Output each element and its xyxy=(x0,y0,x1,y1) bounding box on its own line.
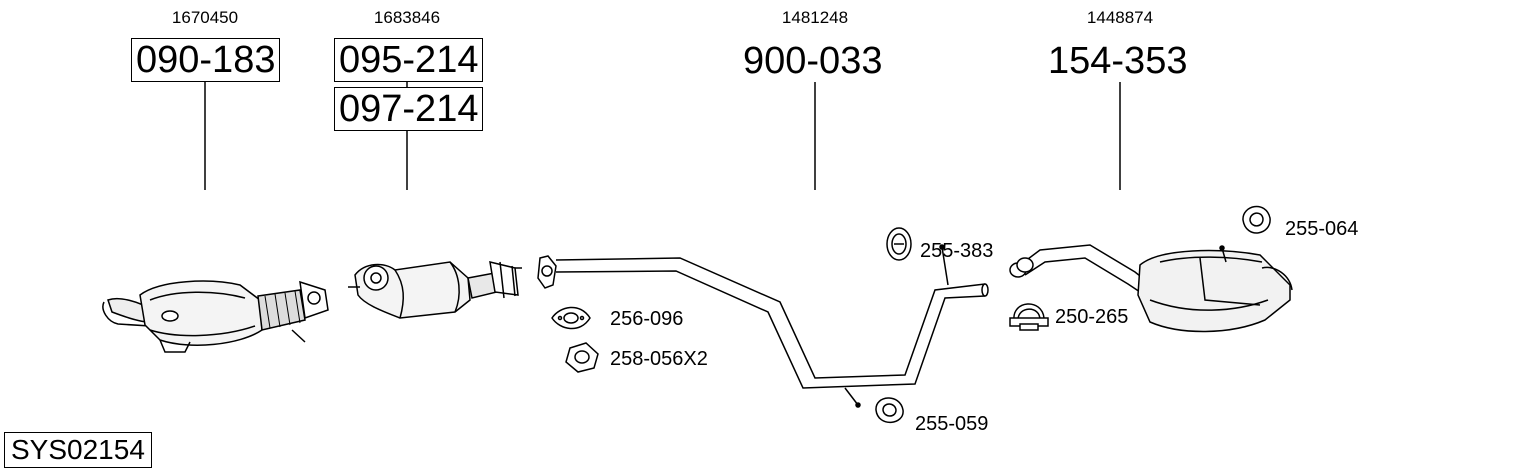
rubber-hanger-icon xyxy=(875,397,904,424)
accessory-label-clamp[interactable]: 250-265 xyxy=(1055,306,1129,328)
group-3-ref: 1481248 xyxy=(781,8,849,27)
group-4-part-1[interactable]: 154-353 xyxy=(1048,40,1188,82)
accessory-label-hex-nut[interactable]: 258-056X2 xyxy=(610,348,708,370)
accessory-label-gasket[interactable]: 256-096 xyxy=(610,308,684,330)
group-1-part-1[interactable]: 090-183 xyxy=(131,38,281,82)
rear-silencer-drawing xyxy=(1009,244,1293,333)
group-2-ref: 1683846 xyxy=(373,8,441,27)
group-1-ref: 1670450 xyxy=(171,8,239,27)
accessory-label-hanger-3[interactable]: 255-064 xyxy=(1285,218,1359,240)
hex-nut-icon xyxy=(565,342,599,373)
pipe-clamp-icon xyxy=(1009,303,1049,331)
group-4-ref: 1448874 xyxy=(1086,8,1154,27)
group-2-part-2[interactable]: 097-214 xyxy=(334,87,484,131)
accessory-label-hanger-1[interactable]: 255-383 xyxy=(920,240,994,262)
system-id-badge: SYS02154 xyxy=(4,432,152,468)
group-2-part-1[interactable]: 095-214 xyxy=(334,38,484,82)
group-3-part-1[interactable]: 900-033 xyxy=(743,40,883,82)
rubber-hanger-icon xyxy=(1242,205,1271,234)
catalytic-converter-drawing xyxy=(102,280,329,353)
gasket-icon xyxy=(551,306,591,330)
rubber-hanger-icon xyxy=(886,227,912,261)
accessory-label-hanger-2[interactable]: 255-059 xyxy=(915,413,989,435)
center-pipe-drawing xyxy=(537,244,989,408)
particulate-filter-drawing xyxy=(348,261,522,319)
